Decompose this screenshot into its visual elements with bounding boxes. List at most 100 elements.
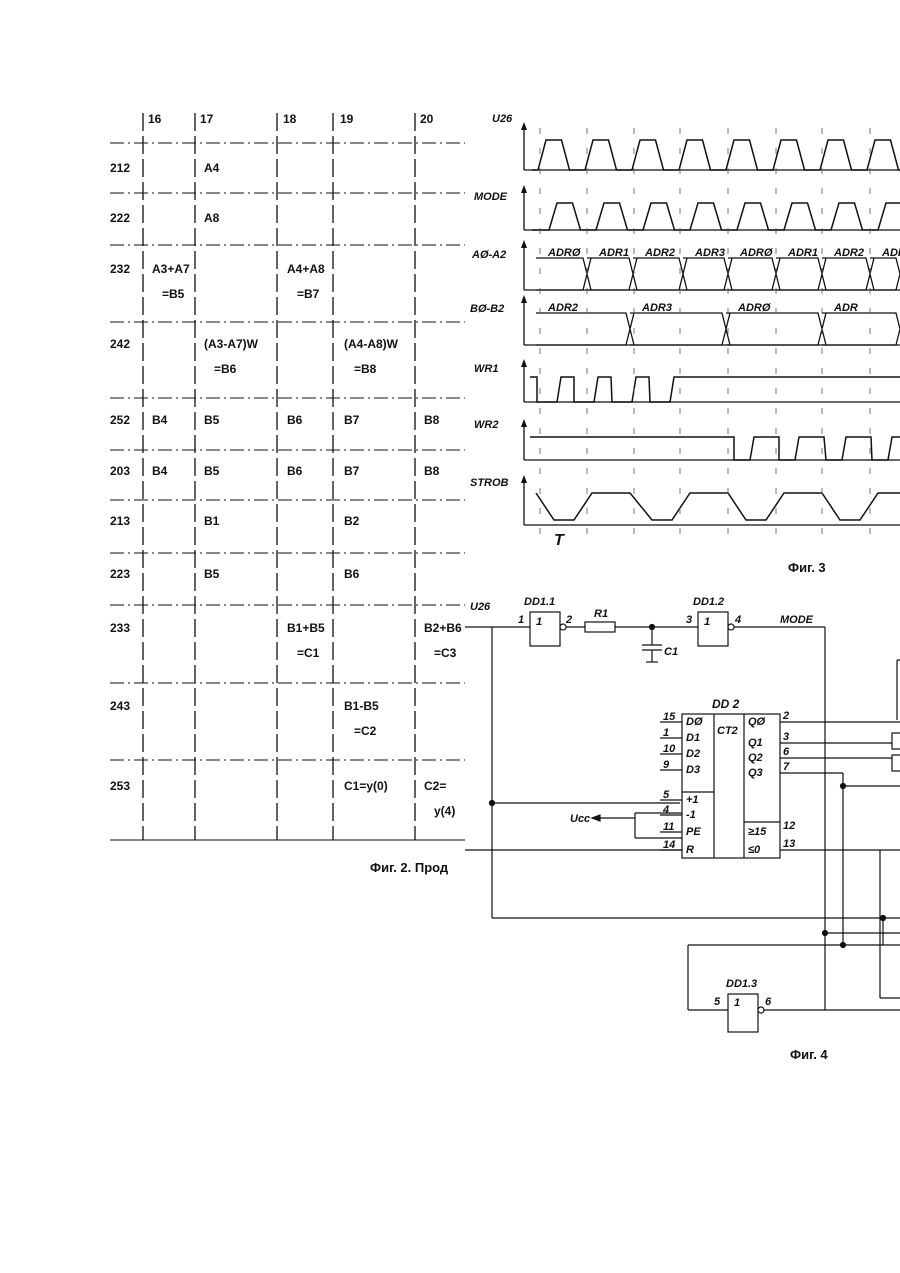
fig4-offpage-block-b xyxy=(892,755,900,771)
fig2-cell: (A4-A8)W xyxy=(344,337,399,351)
fig4-dd2-pin-name: +1 xyxy=(686,794,699,806)
fig3-bus-label: ADRØ xyxy=(737,302,771,314)
fig4-dd1-2-pin-out: 4 xyxy=(734,614,741,626)
fig3-bus-label: ADR3 xyxy=(694,247,725,259)
fig4-dd2-pin-num: 1 xyxy=(663,727,669,739)
fig2-cell-sub: =C3 xyxy=(434,646,457,660)
fig4-dd2-pin-name: D1 xyxy=(686,732,700,744)
fig3-signal-labels: U26MODEAØ-A2BØ-B2WR1WR2STROB xyxy=(470,113,513,489)
fig3-axis-arrow xyxy=(521,122,527,130)
fig2-cell: B4 xyxy=(152,464,168,478)
fig2-cell-sub: y(4) xyxy=(434,804,455,818)
fig2-row-label: 252 xyxy=(110,413,130,427)
fig4-r1-resistor xyxy=(585,622,615,632)
fig2-row-label: 243 xyxy=(110,699,130,713)
fig3-timing-diagram: ADRØADR1ADR2ADR3ADRØADR1ADR2ADRADR2ADR3A… xyxy=(470,113,900,575)
fig4-caption: Фиг. 4 xyxy=(790,1047,828,1062)
fig3-signal-label: BØ-B2 xyxy=(470,303,504,315)
fig3-signal-label: WR1 xyxy=(474,363,498,375)
fig2-cell: B5 xyxy=(204,567,220,581)
fig3-wave-wr1 xyxy=(530,377,900,402)
fig2-cell: B2 xyxy=(344,514,360,528)
fig4-dd2-pin-num: 12 xyxy=(783,820,795,832)
fig3-waveforms: ADRØADR1ADR2ADR3ADRØADR1ADR2ADRADR2ADR3A… xyxy=(521,122,900,540)
fig2-cell: C2= xyxy=(424,779,446,793)
fig2-row-label: 222 xyxy=(110,211,130,225)
fig3-bus-label: ADR1 xyxy=(787,247,818,259)
fig4-junction-q3 xyxy=(841,784,846,789)
fig2-timing-table: 1617181920 212A4222A8232A3+A7A4+A8=B5=B7… xyxy=(110,112,465,875)
fig4-dd2-pin-num: 11 xyxy=(663,821,674,833)
fig2-cell: B4 xyxy=(152,413,168,427)
fig4-dd1-3-gate xyxy=(728,994,758,1032)
fig3-wave-mode xyxy=(532,203,900,230)
fig2-rows: 212A4222A8232A3+A7A4+A8=B5=B7242(A3-A7)W… xyxy=(110,161,462,818)
fig2-cell: B7 xyxy=(344,464,360,478)
fig4-dd2-pin-name: D2 xyxy=(686,748,700,760)
fig3-bus-label: ADRØ xyxy=(547,247,581,259)
fig2-row-label: 242 xyxy=(110,337,130,351)
fig2-cell: B8 xyxy=(424,413,440,427)
fig2-col-header: 16 xyxy=(148,112,162,126)
fig2-cell: B7 xyxy=(344,413,360,427)
fig4-offpage-block-a xyxy=(892,733,900,749)
fig4-dd2-pin-num: 15 xyxy=(663,711,676,723)
fig4-dd2-pin-num: 7 xyxy=(783,761,790,773)
fig4-dd2-pin-num: 2 xyxy=(782,710,789,722)
fig2-table-row: 223B5B6 xyxy=(110,567,360,581)
fig2-cell-sub: =B7 xyxy=(297,287,320,301)
fig4-dd1-2-inv-label: 1 xyxy=(704,616,710,628)
fig3-bus-label: ADR2 xyxy=(644,247,675,259)
fig4-dd1-2-bubble xyxy=(728,624,734,630)
fig2-cell: B6 xyxy=(287,464,303,478)
fig2-cell: (A3-A7)W xyxy=(204,337,259,351)
fig2-cell: B6 xyxy=(344,567,360,581)
fig4-dd2-type: CT2 xyxy=(717,725,738,737)
fig2-column-headers: 1617181920 xyxy=(148,112,434,126)
fig2-col-header: 18 xyxy=(283,112,297,126)
fig2-table-row: 203B4B5B6B7B8 xyxy=(110,464,440,478)
fig4-dd2-label: DD 2 xyxy=(712,697,740,711)
fig4-dd1-3-pin-in: 5 xyxy=(714,996,721,1008)
fig4-dd1-3-bubble xyxy=(758,1007,764,1013)
fig2-col-header: 19 xyxy=(340,112,354,126)
fig3-bus-label: ADR1 xyxy=(598,247,629,259)
fig3-signal-label: WR2 xyxy=(474,419,498,431)
fig4-dd2-pin-name: R xyxy=(686,844,694,856)
fig2-cell: B2+B6 xyxy=(424,621,462,635)
fig4-dd1-3-inv-label: 1 xyxy=(734,997,740,1009)
fig4-junction-cross-2 xyxy=(841,943,846,948)
fig2-cell-sub: =B8 xyxy=(354,362,377,376)
fig2-cell-sub: =C2 xyxy=(354,724,377,738)
fig4-schematic: U26 1 DD1.1 1 2 R1 C1 1 DD1.2 3 4 xyxy=(465,596,900,1062)
fig4-dd2-pin-num: 5 xyxy=(663,789,670,801)
fig4-dd2-pin-num: 6 xyxy=(783,746,790,758)
fig2-cell: B1-B5 xyxy=(344,699,379,713)
fig4-dd1-3-pin-out: 6 xyxy=(765,996,772,1008)
fig2-cell-sub: =B5 xyxy=(162,287,185,301)
fig4-dd2-pin-name: D3 xyxy=(686,764,700,776)
fig3-wave-u26 xyxy=(532,140,900,170)
fig3-bus-label: ADR2 xyxy=(833,247,864,259)
fig4-dd1-3-label: DD1.3 xyxy=(726,978,757,990)
fig2-table-row: 213B1B2 xyxy=(110,514,360,528)
fig2-table-row: 232A3+A7A4+A8=B5=B7 xyxy=(110,262,325,301)
fig3-bus-label: ADR xyxy=(833,302,858,314)
fig3-axis-arrow xyxy=(521,359,527,367)
fig3-wave-strob xyxy=(536,493,900,520)
fig2-cell: B8 xyxy=(424,464,440,478)
fig2-row-label: 232 xyxy=(110,262,130,276)
fig4-dd2-pin-name: QØ xyxy=(748,716,766,728)
fig3-bus-label: ADRØ xyxy=(739,247,773,259)
fig3-signal-label: U26 xyxy=(492,113,513,125)
fig4-dd1-1-label: DD1.1 xyxy=(524,596,555,608)
fig3-axis-arrow xyxy=(521,185,527,193)
fig4-dd2-pin-num: 9 xyxy=(663,759,670,771)
fig2-cell: A8 xyxy=(204,211,220,225)
fig4-dd1-2-gate xyxy=(698,612,728,646)
fig3-axis-arrow xyxy=(521,419,527,427)
fig4-dd2-pin-num: 14 xyxy=(663,839,675,851)
fig4-dd1-1-inv-label: 1 xyxy=(536,616,542,628)
fig4-dd2-pin-name: ≥15 xyxy=(748,826,767,838)
fig2-caption: Фиг. 2. Прод xyxy=(370,860,449,875)
